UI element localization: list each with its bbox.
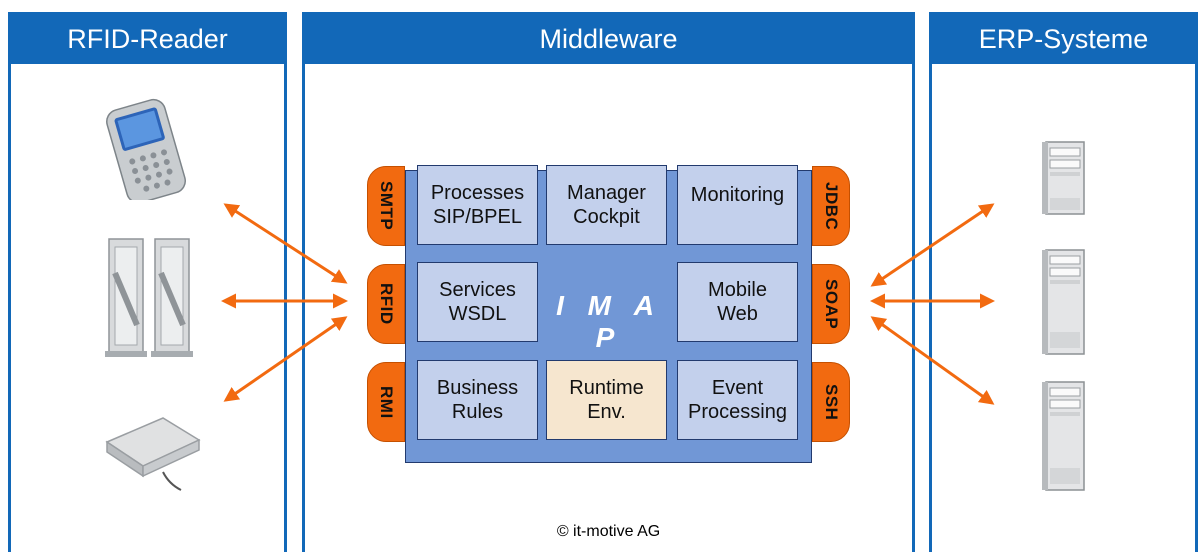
protocol-smtp-label: SMTP: [377, 181, 396, 231]
cell-runtime-env: Runtime Env.: [546, 360, 667, 440]
protocol-jdbc-label: JDBC: [822, 181, 841, 231]
erp-systems-header: ERP-Systeme: [932, 15, 1195, 64]
cell-services-line2: WSDL: [448, 303, 507, 325]
handheld-reader-icon: [106, 98, 186, 200]
cell-event-line2: Processing: [688, 401, 787, 423]
protocol-rmi-label: RMI: [377, 385, 396, 419]
cell-mobile-web: Mobile Web: [677, 262, 798, 342]
copyright-text: © it-motive AG: [556, 523, 661, 540]
cell-event-processing: Event Processing: [677, 360, 798, 440]
protocol-rfid: RFID: [367, 264, 405, 344]
cell-processes: Processes SIP/BPEL: [417, 165, 538, 245]
protocol-rfid-label: RFID: [377, 283, 396, 325]
cell-mobile-line2: Web: [717, 303, 758, 325]
middleware-header: Middleware: [305, 15, 912, 64]
protocol-soap-label: SOAP: [822, 278, 841, 330]
cell-processes-line1: Processes: [430, 182, 525, 204]
imap-label: I M A P: [556, 290, 662, 353]
protocol-rmi: RMI: [367, 362, 405, 442]
arrow-jdbc-server: [870, 203, 995, 287]
cell-runtime-line2: Env.: [587, 401, 626, 423]
server-icon-2: [1042, 249, 1085, 355]
cell-rules-line1: Business: [436, 377, 519, 399]
cell-mobile-line1: Mobile: [708, 279, 767, 301]
arrow-antenna-rmi: [223, 316, 348, 402]
protocol-smtp: SMTP: [367, 166, 405, 246]
cell-processes-line2: SIP/BPEL: [433, 206, 522, 228]
protocol-ssh: SSH: [812, 362, 850, 442]
server-icon-3: [1042, 381, 1085, 491]
rfid-gate-icon: [105, 238, 193, 357]
arrow-ssh-server: [870, 316, 995, 405]
cell-monitoring: Monitoring: [677, 165, 798, 245]
protocol-ssh-label: SSH: [822, 383, 841, 421]
cell-services-line1: Services: [439, 279, 516, 301]
cell-event-line1: Event: [711, 377, 764, 399]
server-icon-1: [1042, 141, 1085, 215]
cell-manager-line2: Cockpit: [573, 206, 640, 228]
rfid-antenna-icon: [105, 417, 201, 491]
cell-services: Services WSDL: [417, 262, 538, 342]
cell-rules-line2: Rules: [451, 401, 504, 423]
cell-business-rules: Business Rules: [417, 360, 538, 440]
arrow-handheld-smtp: [223, 203, 348, 284]
cell-manager-cockpit: Manager Cockpit: [546, 165, 667, 245]
rfid-reader-header: RFID-Reader: [11, 15, 284, 64]
protocol-soap: SOAP: [812, 264, 850, 344]
protocol-jdbc: JDBC: [812, 166, 850, 246]
cell-runtime-line1: Runtime: [569, 377, 644, 399]
cell-manager-line1: Manager: [567, 182, 646, 204]
cell-monitoring-line1: Monitoring: [690, 184, 785, 206]
